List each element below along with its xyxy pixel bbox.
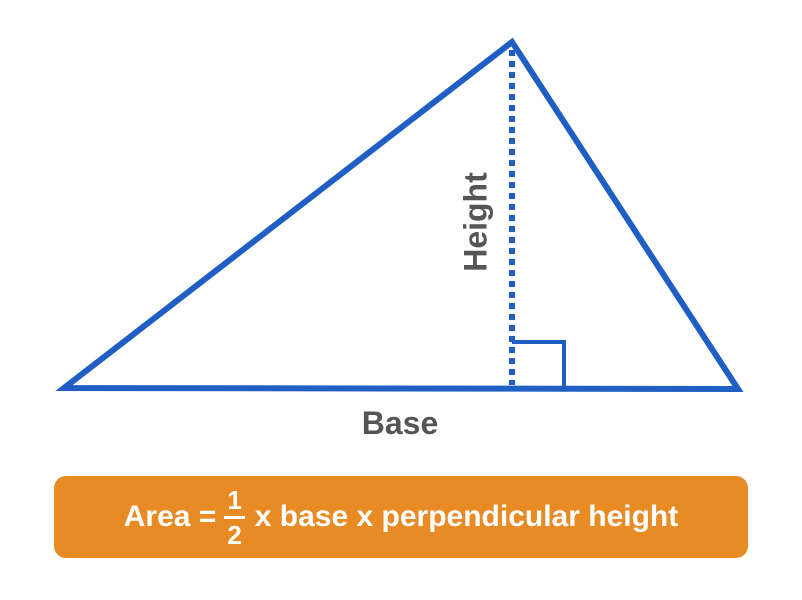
- formula-suffix: x base x perpendicular height: [254, 500, 679, 533]
- triangle-outline: [55, 37, 744, 393]
- height-label: Height: [457, 172, 493, 272]
- right-angle-marker: [512, 340, 566, 387]
- area-formula-box: Area = 1 2 x base x perpendicular height: [54, 476, 748, 558]
- formula-prefix: Area =: [123, 500, 217, 533]
- base-label: Base: [362, 405, 439, 441]
- formula-fraction: 1 2: [224, 487, 245, 550]
- fraction-denominator: 2: [227, 519, 242, 550]
- fraction-numerator: 1: [224, 487, 245, 519]
